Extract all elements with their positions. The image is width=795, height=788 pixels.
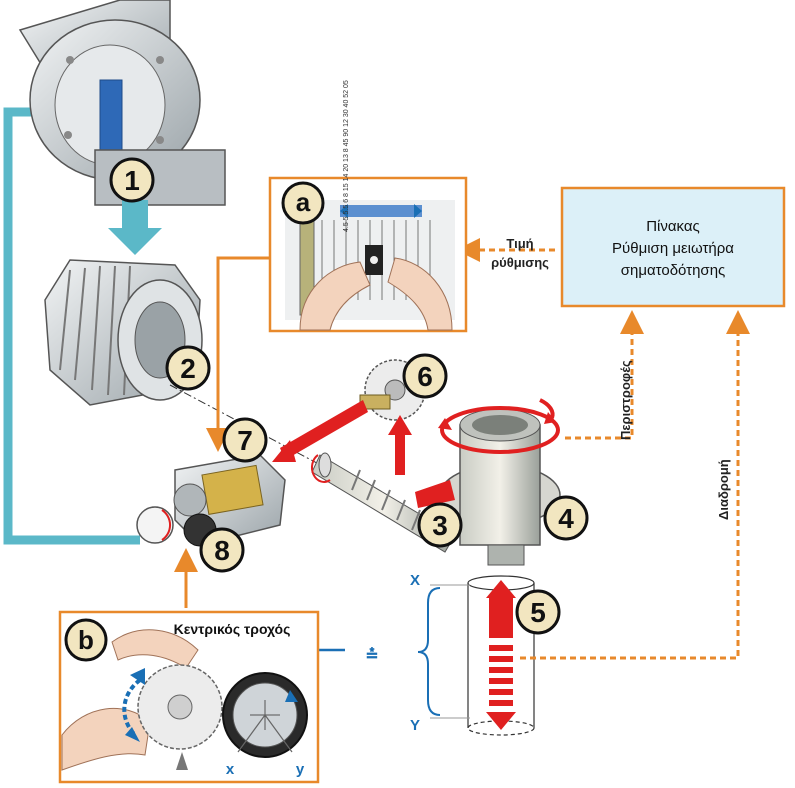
scale-values: 4.5 5 5.5 6 8 15 14 20 13 8 45 90 12 30 … xyxy=(343,80,350,232)
central-wheel-label: Κεντρικός τροχός xyxy=(174,621,291,637)
badge-5-label: 5 xyxy=(530,597,546,628)
setting-value-label-1: Τιμή xyxy=(506,236,533,251)
badge-b: b xyxy=(64,618,108,662)
range-bracket xyxy=(417,584,470,719)
control-box-line1: Πίνακας xyxy=(646,218,700,235)
control-box-line3: σηματοδότησης xyxy=(621,262,726,279)
setting-value-label-2: ρύθμισης xyxy=(491,255,549,270)
y-lower-label: y xyxy=(296,761,305,778)
x-lower-label: x xyxy=(226,761,235,778)
inset-b xyxy=(58,610,320,784)
badge-b-label: b xyxy=(78,625,94,655)
badge-1: 1 xyxy=(109,157,155,203)
y-upper-label: Y xyxy=(410,717,420,734)
equivalence-symbol: ⩮ xyxy=(366,643,378,665)
orange-signal-lines xyxy=(174,238,750,660)
red-transmission-arrows xyxy=(272,400,455,508)
badge-3-label: 3 xyxy=(432,510,448,541)
output-gear xyxy=(438,398,561,566)
badge-7: 7 xyxy=(222,417,268,463)
stroke-arrow xyxy=(486,580,516,730)
revolutions-label: Περιστροφές xyxy=(618,360,633,440)
badge-a-label: a xyxy=(296,187,311,217)
badge-1-label: 1 xyxy=(124,165,140,196)
gear-assembly xyxy=(136,454,286,547)
badge-6: 6 xyxy=(402,353,448,399)
control-box xyxy=(560,186,786,308)
motor-unit xyxy=(44,259,203,406)
x-upper-label: X xyxy=(410,572,420,589)
badge-3: 3 xyxy=(417,502,463,548)
badge-a: a xyxy=(281,181,325,225)
axis-line xyxy=(169,384,331,471)
blue-down-arrow xyxy=(108,200,162,255)
badge-4: 4 xyxy=(543,495,589,541)
badge-6-label: 6 xyxy=(417,361,433,392)
badge-2: 2 xyxy=(165,345,211,391)
badge-8: 8 xyxy=(199,527,245,573)
travel-label: Διαδρομή xyxy=(716,459,731,520)
badge-8-label: 8 xyxy=(214,535,230,566)
control-box-line2: Ρύθμιση μειωτήρα xyxy=(612,240,734,257)
badge-4-label: 4 xyxy=(558,503,574,534)
badge-7-label: 7 xyxy=(237,425,253,456)
badge-2-label: 2 xyxy=(180,353,196,384)
actuator-housing xyxy=(18,0,226,206)
badge-5: 5 xyxy=(515,589,561,635)
